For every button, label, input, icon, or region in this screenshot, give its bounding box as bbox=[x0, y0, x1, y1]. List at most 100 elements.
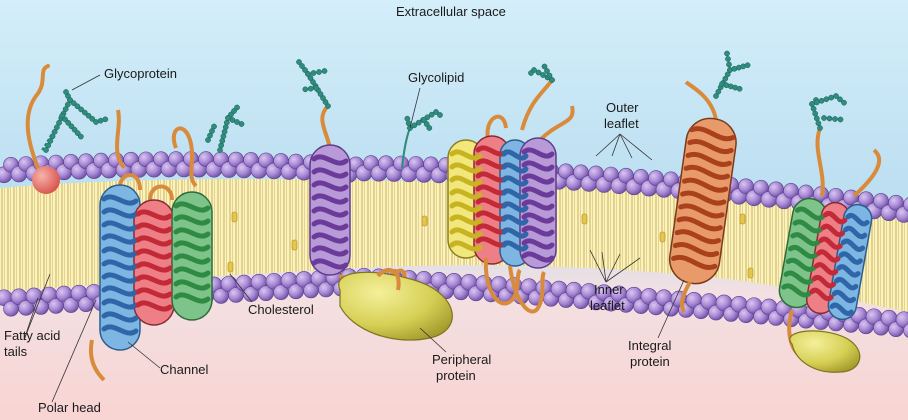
sugar-bead bbox=[549, 77, 555, 83]
helix-turn bbox=[674, 229, 722, 245]
sugar-bead bbox=[89, 116, 96, 122]
sugar-bead bbox=[528, 70, 534, 76]
sugar-bead bbox=[85, 112, 92, 119]
label-channel: Channel bbox=[160, 362, 209, 377]
helix-turn bbox=[501, 188, 529, 200]
helix-turn bbox=[521, 160, 555, 172]
sugar-bead bbox=[713, 93, 719, 99]
sugar-bead bbox=[724, 71, 731, 78]
sugar-bead bbox=[299, 63, 305, 69]
helix-turn bbox=[311, 232, 349, 244]
lipid-head bbox=[903, 323, 908, 338]
helix-turn bbox=[449, 149, 483, 161]
sugar-bead bbox=[307, 75, 314, 81]
sugar-bead bbox=[815, 120, 822, 127]
sugar-bead bbox=[809, 101, 815, 107]
helix-turn bbox=[173, 214, 211, 226]
sugar-bead bbox=[305, 71, 311, 77]
sugar-bead bbox=[63, 89, 69, 95]
sugar-bead bbox=[411, 122, 418, 129]
sugar-bead bbox=[317, 91, 324, 97]
sugar-bead bbox=[726, 61, 732, 68]
helix-turn bbox=[521, 186, 555, 198]
helix-turn bbox=[311, 154, 349, 166]
helix-turn bbox=[501, 201, 529, 213]
helix-turn bbox=[311, 219, 349, 231]
sugar-bead bbox=[725, 56, 731, 62]
helix-turn bbox=[521, 147, 555, 159]
cholesterol-molecules bbox=[227, 211, 754, 279]
label-extracellular-space: Extracellular space bbox=[396, 4, 506, 19]
sugar-bead bbox=[234, 104, 240, 111]
helix-turn bbox=[521, 225, 555, 237]
sugar-bead bbox=[813, 99, 820, 106]
helix-turn bbox=[449, 201, 483, 213]
helix-turn bbox=[689, 126, 736, 142]
label-peripheral-1: Peripheral bbox=[432, 352, 492, 367]
sugar-bead bbox=[82, 109, 88, 116]
helix-turn bbox=[101, 311, 139, 323]
sugar-bead bbox=[535, 69, 542, 76]
sugar-chain bbox=[59, 113, 84, 140]
helix-turn bbox=[501, 149, 529, 161]
sugar-bead bbox=[54, 124, 60, 131]
helix-turn bbox=[449, 214, 483, 226]
helix-turn bbox=[449, 240, 483, 252]
sugar-bead bbox=[310, 70, 317, 76]
helix-turn bbox=[135, 222, 173, 234]
carbohydrate-chains bbox=[43, 50, 847, 153]
sugar-bead bbox=[544, 68, 550, 74]
label-cholesterol: Cholesterol bbox=[248, 302, 314, 317]
sugar-bead bbox=[715, 88, 722, 95]
sugar-bead bbox=[313, 85, 319, 91]
label-outer-leaflet-1: Outer bbox=[606, 100, 639, 115]
sugar-bead bbox=[302, 86, 309, 93]
label-outer-leaflet-2: leaflet bbox=[604, 116, 639, 131]
sugar-chain bbox=[217, 104, 240, 153]
sugar-bead bbox=[45, 142, 52, 149]
sugar-bead bbox=[211, 123, 217, 130]
sugar-bead bbox=[837, 96, 843, 103]
sugar-bead bbox=[423, 121, 430, 127]
helix-turn bbox=[101, 207, 139, 219]
sugar-bead bbox=[316, 69, 322, 75]
helix-turn bbox=[521, 212, 555, 224]
sugar-chain bbox=[302, 85, 319, 93]
helix-turn bbox=[781, 283, 812, 298]
sugar-chain bbox=[421, 117, 433, 131]
sugar-bead bbox=[302, 67, 308, 73]
sugar-bead bbox=[722, 75, 729, 82]
helix-turn bbox=[135, 287, 173, 299]
sugar-chain bbox=[809, 93, 847, 107]
helix-turn bbox=[311, 193, 349, 205]
sugar-bead bbox=[812, 110, 819, 117]
helix-turn bbox=[501, 240, 529, 252]
sugar-chain bbox=[821, 115, 844, 123]
sugar-bead bbox=[546, 72, 553, 79]
sugar-bead bbox=[818, 97, 825, 104]
sugar-bead bbox=[837, 116, 844, 123]
sugar-bead bbox=[321, 68, 328, 74]
helix-turn bbox=[681, 177, 729, 193]
sugar-bead bbox=[102, 116, 109, 123]
label-fatty-acid-1: Fatty acid bbox=[4, 328, 61, 343]
helix-turn bbox=[173, 201, 211, 213]
label-polar-head: Polar head bbox=[38, 400, 101, 415]
helix-turn bbox=[135, 300, 173, 312]
sugar-bead bbox=[817, 125, 823, 131]
helix-turn bbox=[101, 285, 139, 297]
helix-turn bbox=[788, 244, 819, 260]
helix-turn bbox=[173, 266, 211, 278]
label-inner-leaflet-2: leaflet bbox=[590, 298, 625, 313]
sugar-chain bbox=[43, 89, 73, 153]
helix-turn bbox=[101, 220, 139, 232]
helix-turn bbox=[672, 241, 720, 258]
sugar-chain bbox=[541, 63, 555, 83]
helix-turn bbox=[843, 225, 868, 240]
sugar-chain bbox=[205, 123, 217, 143]
sugar-bead bbox=[841, 99, 847, 106]
sugar-bead bbox=[325, 103, 331, 109]
sugar-bead bbox=[322, 99, 329, 105]
helix-turn bbox=[101, 272, 139, 284]
helix-turn bbox=[820, 223, 846, 238]
